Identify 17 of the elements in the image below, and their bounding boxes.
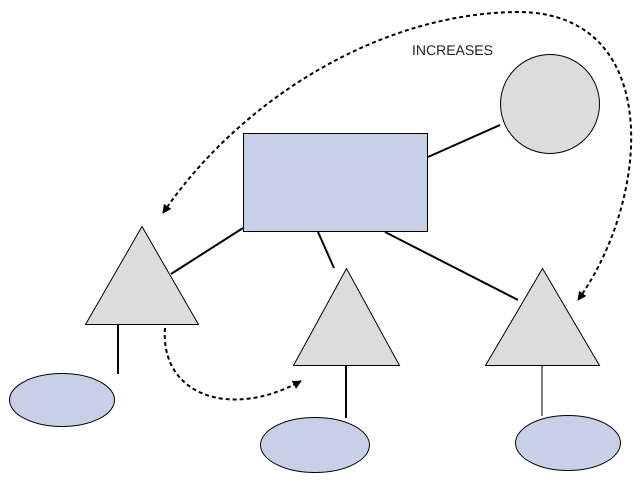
circle-shape <box>500 54 600 154</box>
connector-line <box>384 231 518 301</box>
connector-line <box>428 124 500 158</box>
edge-label: INCREASES <box>410 42 495 58</box>
triangle-shape <box>485 268 600 366</box>
ellipse-shape <box>260 417 370 473</box>
connector-line <box>117 325 119 374</box>
triangle-shape <box>293 268 400 366</box>
connector-line <box>345 366 347 418</box>
connector-line <box>170 227 244 275</box>
ellipse-shape <box>515 415 621 471</box>
arrow <box>164 328 302 400</box>
rectangle-shape <box>243 133 428 232</box>
ellipse-shape <box>9 373 115 427</box>
triangle-shape <box>85 226 199 325</box>
connector-line <box>317 232 335 268</box>
double-arrow <box>162 11 632 301</box>
